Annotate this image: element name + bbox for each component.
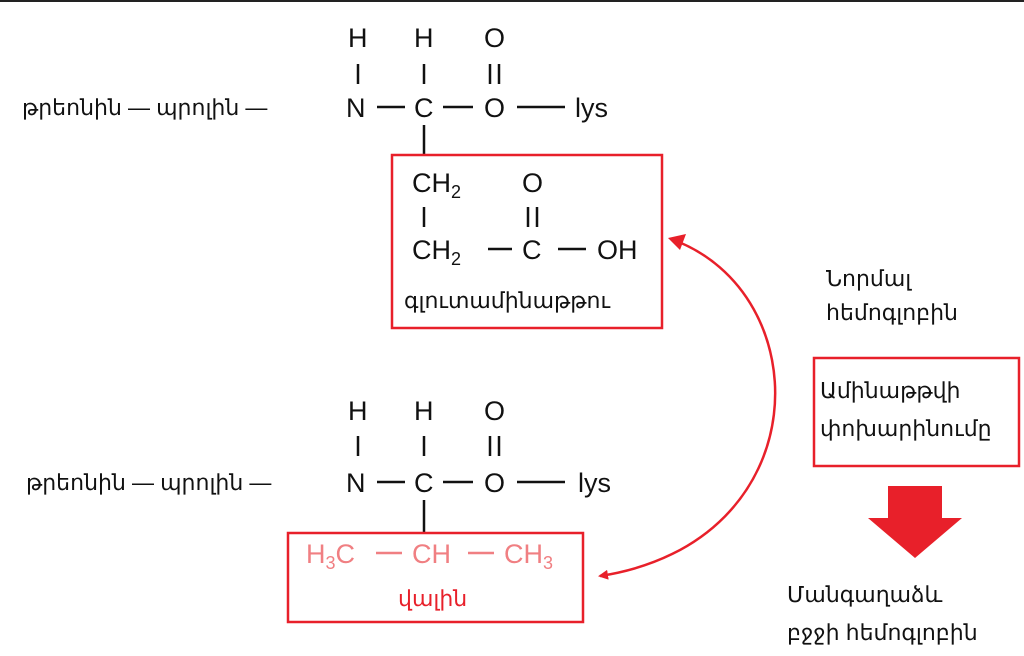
normal-hemoglobin-label: հեմոգլոբին	[826, 300, 958, 325]
atom-h: H	[414, 23, 434, 53]
glutamic-acid-label: գլուտամինաթթու	[404, 288, 610, 313]
substitution-label: Ամինաթթվի	[820, 378, 961, 403]
ch2-group: CH2	[412, 168, 461, 202]
normal-hemoglobin-label: Նորմալ	[826, 266, 912, 291]
substitution-box	[812, 356, 1021, 468]
atom-c: C	[522, 235, 542, 265]
ch3-group: CH3	[504, 539, 553, 573]
down-arrow-icon	[868, 486, 962, 558]
atom-o: O	[484, 468, 505, 498]
atom-n: N	[346, 93, 366, 123]
chain-prefix: թրեոնին — պրոլին —	[26, 470, 271, 495]
atom-h: H	[348, 23, 368, 53]
h3c-group: H3C	[306, 539, 355, 573]
valine-label: վալին	[398, 586, 467, 611]
atom-c: C	[414, 93, 434, 123]
atom-oh: OH	[597, 235, 638, 265]
ch-group: CH	[412, 539, 451, 569]
atom-o: O	[484, 93, 505, 123]
atom-h: H	[414, 396, 434, 426]
arrowhead-top	[668, 234, 686, 250]
lys-label: lys	[578, 468, 611, 498]
top-peptide-chain: թրեոնին — պրոլին — H H O N C O lys	[22, 23, 608, 154]
atom-o: O	[522, 168, 543, 198]
substitution-curved-arrow	[598, 237, 777, 580]
chain-prefix: թրեոնին — պրոլին —	[22, 95, 267, 120]
sickle-cell-hemoglobin-label: բջջի հեմոգլոբին	[787, 620, 978, 645]
atom-o: O	[484, 23, 505, 53]
atom-h: H	[348, 396, 368, 426]
atom-c: C	[414, 468, 434, 498]
atom-o: O	[484, 396, 505, 426]
atom-n: N	[346, 468, 366, 498]
bottom-peptide-chain: թրեոնին — պրոլին — H H O N C O lys	[26, 396, 611, 532]
sickle-cell-hemoglobin-label: Մանգաղաձև	[787, 582, 942, 607]
glutamic-acid-box: CH2 O CH2 C OH գլուտամինաթթու	[390, 153, 664, 330]
substitution-label: փոխարինումը	[820, 416, 992, 441]
valine-box: H3C CH CH3 վալին	[286, 531, 585, 624]
ch2-group: CH2	[412, 235, 461, 269]
lys-label: lys	[575, 93, 608, 123]
